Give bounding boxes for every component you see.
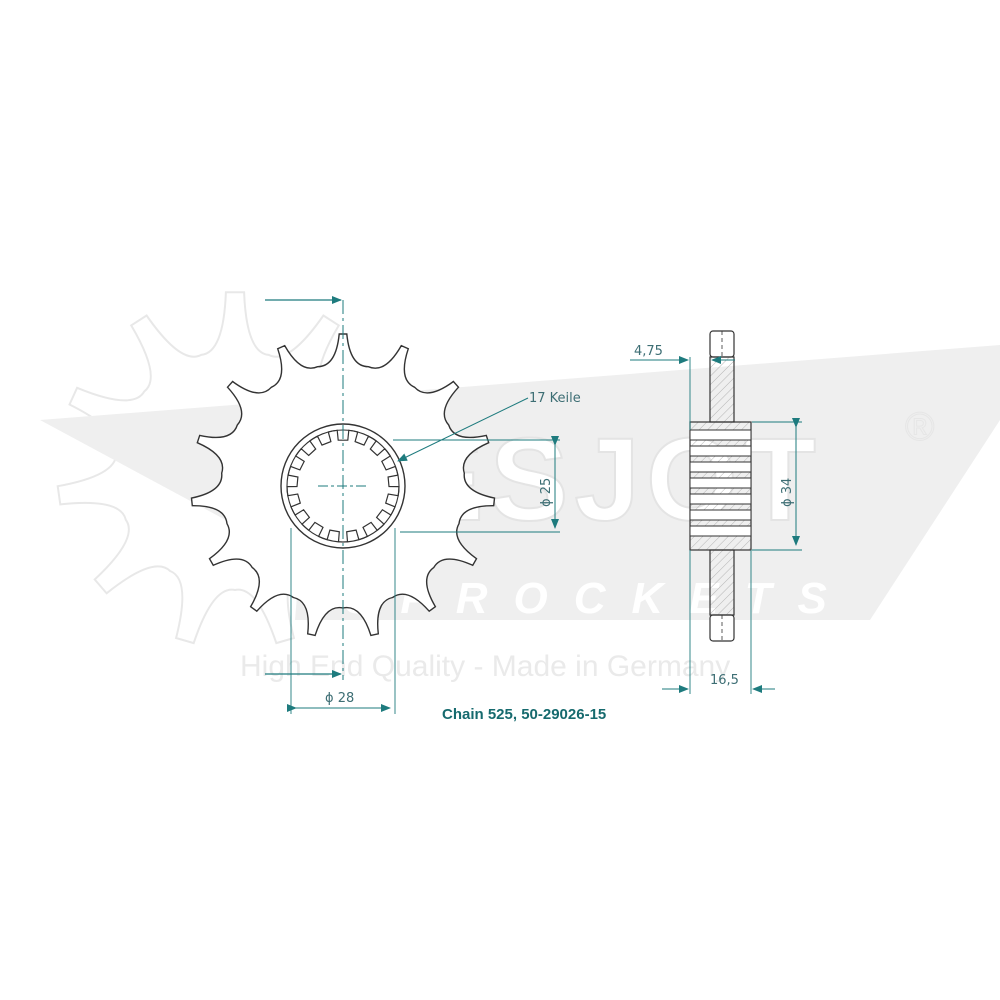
side-hub-spline-ridge: [689, 477, 752, 489]
watermark-registered-mark: ®: [905, 405, 934, 449]
side-plate-upper: [709, 356, 735, 423]
offset-label: 4,75: [634, 344, 663, 359]
sprocket-front-view: 17 Keile ϕ 25 ϕ 28: [190, 296, 581, 714]
dia-inner-label: ϕ 25: [539, 478, 554, 507]
dia-bore-label: ϕ 28: [325, 691, 354, 706]
splines-label: 17 Keile: [529, 391, 581, 406]
width-label: 16,5: [710, 673, 739, 688]
side-hub-spline-ridge: [689, 461, 752, 473]
part-caption: Chain 525, 50-29026-15: [442, 706, 606, 723]
dia-hub-label: ϕ 34: [780, 478, 795, 507]
spline-profile: [286, 429, 400, 543]
hub-bore-outer: [280, 423, 406, 549]
side-hub-spline-ridge: [689, 429, 752, 441]
side-plate-lower: [709, 549, 735, 616]
splines-leader-line: [397, 397, 529, 462]
sprocket-side-view: 4,75 ϕ 34 16,5: [630, 330, 802, 694]
side-hub-spline-ridge: [689, 493, 752, 505]
side-hub-splines: [689, 429, 752, 537]
side-hub-spline-ridge: [689, 525, 752, 537]
side-hub-spline-ridge: [689, 509, 752, 521]
watermark-brand: ESJOT: [405, 414, 822, 546]
watermark: ESJOT ® SPROCKETS High End Quality - Mad…: [40, 291, 1000, 683]
side-hub-spline-ridge: [689, 445, 752, 457]
watermark-tagline: High End Quality - Made in Germany: [240, 650, 730, 683]
